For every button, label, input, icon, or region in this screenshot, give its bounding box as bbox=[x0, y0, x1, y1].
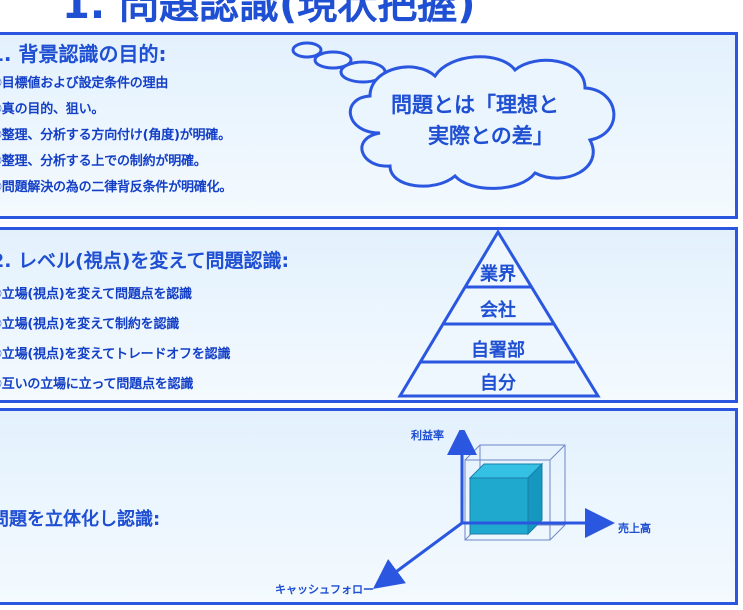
3d-recognition-panel bbox=[0, 408, 738, 605]
section1-item-2: ②真の目的、狙い。 bbox=[0, 102, 105, 117]
section1-heading: 1. 背景認識の目的: bbox=[0, 42, 167, 66]
section2-item-3: ③立場(視点)を変えてトレードオフを認識 bbox=[0, 347, 231, 362]
section2-heading: 2. レベル(視点)を変えて問題認識: bbox=[0, 250, 290, 272]
section2-item-1: ①立場(視点)を変えて問題点を認識 bbox=[0, 287, 192, 302]
page-title: 1. 問題認識(現状把握) bbox=[0, 0, 743, 30]
section1-item-1: ①目標値および設定条件の理由 bbox=[0, 76, 169, 91]
pyramid-level-company: 会社 bbox=[480, 300, 516, 321]
level-recognition-panel bbox=[0, 227, 738, 403]
pyramid-level-department: 自署部 bbox=[471, 340, 525, 361]
page-title-text: 1. 問題認識(現状把握) bbox=[62, 0, 476, 28]
axis-label-profit-rate: 利益率 bbox=[411, 429, 444, 442]
3d-axes-diagram bbox=[372, 430, 615, 589]
bubble-text-line1: 問題とは「理想と bbox=[391, 93, 559, 117]
bubble-text-line2: 実際との差」 bbox=[428, 124, 554, 148]
section2-item-4: ④互いの立場に立って問題点を認識 bbox=[0, 377, 194, 392]
section1-item-3: ③整理、分析する方向付け(角度)が明確。 bbox=[0, 128, 231, 143]
section3-heading: 問題を立体化し認識: bbox=[0, 509, 161, 530]
pyramid-level-industry: 業界 bbox=[480, 264, 516, 285]
section2-item-2: ②立場(視点)を変えて制約を認識 bbox=[0, 317, 180, 332]
section1-item-5: ⑤問題解決の為の二律背反条件が明確化。 bbox=[0, 180, 233, 195]
section1-item-4: ④整理、分析する上での制約が明確。 bbox=[0, 154, 207, 169]
axis-label-cash-flow: キャッシュフォロー bbox=[275, 583, 374, 596]
axis-label-sales: 売上高 bbox=[618, 522, 651, 535]
pyramid-level-self: 自分 bbox=[480, 373, 516, 394]
thought-bubble bbox=[291, 41, 616, 190]
pyramid-diagram bbox=[397, 229, 601, 398]
